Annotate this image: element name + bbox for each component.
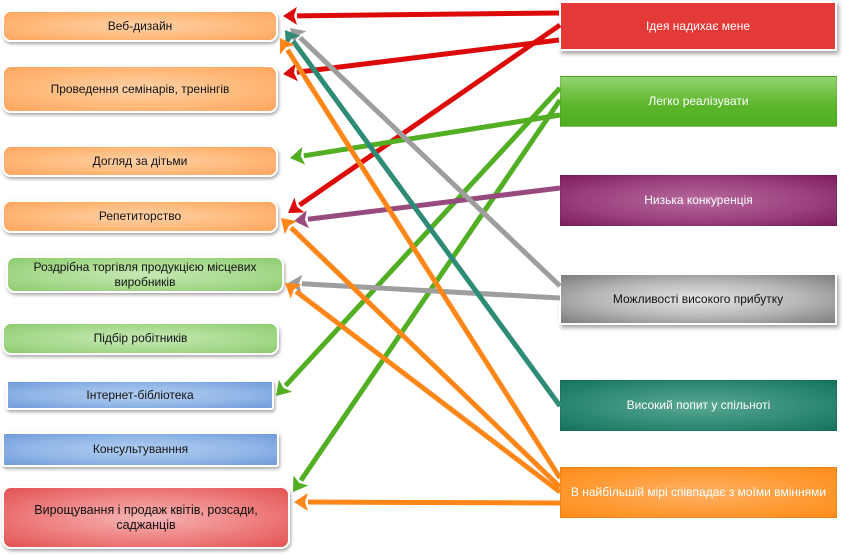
node-label: Інтернет-бібліотека bbox=[86, 387, 194, 402]
arrowhead bbox=[288, 274, 303, 293]
node-childcare[interactable]: Догляд за дітьми bbox=[2, 145, 278, 177]
arrow-line bbox=[303, 112, 561, 159]
arrow-line bbox=[307, 185, 561, 222]
arrow-line bbox=[298, 35, 562, 288]
node-e-library[interactable]: Інтернет-бібліотека bbox=[6, 380, 274, 410]
node-label: Веб-дизайн bbox=[107, 18, 173, 33]
node-label: Ідея надихає мене bbox=[645, 18, 751, 33]
arrow-inspires-to-web bbox=[283, 6, 560, 25]
arrow-easy-to-elibrary bbox=[276, 86, 562, 396]
node-recruiting[interactable]: Підбір робітників bbox=[2, 322, 279, 355]
arrow-line bbox=[294, 289, 562, 494]
arrowhead bbox=[283, 63, 298, 82]
arrowhead bbox=[288, 197, 305, 213]
arrowhead bbox=[290, 28, 307, 45]
node-label: Низька конкуренція bbox=[644, 193, 753, 207]
node-seminars[interactable]: Проведення семінарів, тренінгів bbox=[2, 65, 278, 113]
node-flowers[interactable]: Вирощування і продаж квітів, розсади, са… bbox=[2, 486, 290, 549]
arrowhead bbox=[290, 146, 306, 165]
node-web-design[interactable]: Веб-дизайн bbox=[2, 10, 278, 42]
arrow-line bbox=[301, 281, 561, 301]
arrowhead bbox=[279, 38, 296, 55]
arrow-line bbox=[291, 39, 563, 408]
criterion-low-competition[interactable]: Низька конкуренція bbox=[560, 175, 837, 226]
node-retail[interactable]: Роздрібна торгівля продукцією місцевих в… bbox=[6, 256, 284, 293]
arrowhead bbox=[285, 283, 302, 299]
arrow-profit-to-web bbox=[290, 28, 562, 288]
arrowhead bbox=[294, 210, 310, 229]
node-label: Проведення семінарів, тренінгів bbox=[50, 81, 230, 96]
arrow-skills-to-web bbox=[279, 38, 563, 480]
arrow-easy-to-childcare bbox=[290, 112, 561, 165]
arrow-line bbox=[307, 499, 561, 506]
arrow-line bbox=[296, 10, 560, 19]
node-label: Роздрібна торгівля продукцією місцевих в… bbox=[33, 259, 257, 289]
node-label: Високий попит у спільноті bbox=[626, 398, 771, 412]
node-consulting[interactable]: Консультуванння bbox=[2, 432, 279, 467]
criterion-high-demand[interactable]: Високий попит у спільноті bbox=[560, 380, 837, 431]
arrow-line bbox=[289, 225, 562, 489]
criterion-inspires[interactable]: Ідея надихає мене bbox=[559, 1, 837, 51]
criterion-matches-skills[interactable]: В найбільшій мірі співпадає з моїми вмін… bbox=[560, 467, 837, 518]
arrow-line bbox=[298, 22, 562, 208]
arrowhead bbox=[294, 493, 309, 512]
arrow-inspires-to-seminars bbox=[283, 37, 560, 82]
criterion-easy-to-implement[interactable]: Легко реалізувати bbox=[560, 76, 837, 127]
node-label: Репетиторство bbox=[98, 209, 182, 223]
node-label: Догляд за дітьми bbox=[92, 153, 188, 168]
arrow-inspires-to-tutoring bbox=[288, 22, 562, 213]
arrowhead bbox=[283, 6, 298, 25]
arrow-lowcomp-to-tutoring bbox=[294, 185, 561, 229]
node-label: Підбір робітників bbox=[93, 331, 188, 345]
arrow-skills-to-flowers bbox=[294, 493, 561, 512]
node-label: Можливості високого прибутку bbox=[612, 291, 784, 306]
arrow-profit-to-retail bbox=[288, 274, 561, 301]
arrowhead bbox=[276, 379, 293, 396]
arrow-skills-to-retail bbox=[285, 283, 562, 494]
arrowhead bbox=[293, 475, 309, 492]
arrow-line bbox=[283, 86, 562, 388]
criterion-high-profit[interactable]: Можливості високого прибутку bbox=[559, 273, 837, 325]
arrow-line bbox=[296, 37, 560, 75]
arrowhead bbox=[281, 218, 298, 235]
node-tutoring[interactable]: Репетиторство bbox=[2, 200, 278, 233]
node-label: Консультуванння bbox=[92, 442, 189, 456]
arrow-skills-to-tutoring bbox=[281, 218, 562, 489]
node-label: В найбільшій мірі співпадає з моїми вмін… bbox=[570, 485, 827, 499]
node-label: Вирощування і продаж квітів, розсади, са… bbox=[34, 502, 258, 532]
node-label: Легко реалізувати bbox=[648, 94, 749, 108]
arrow-line bbox=[285, 48, 563, 480]
